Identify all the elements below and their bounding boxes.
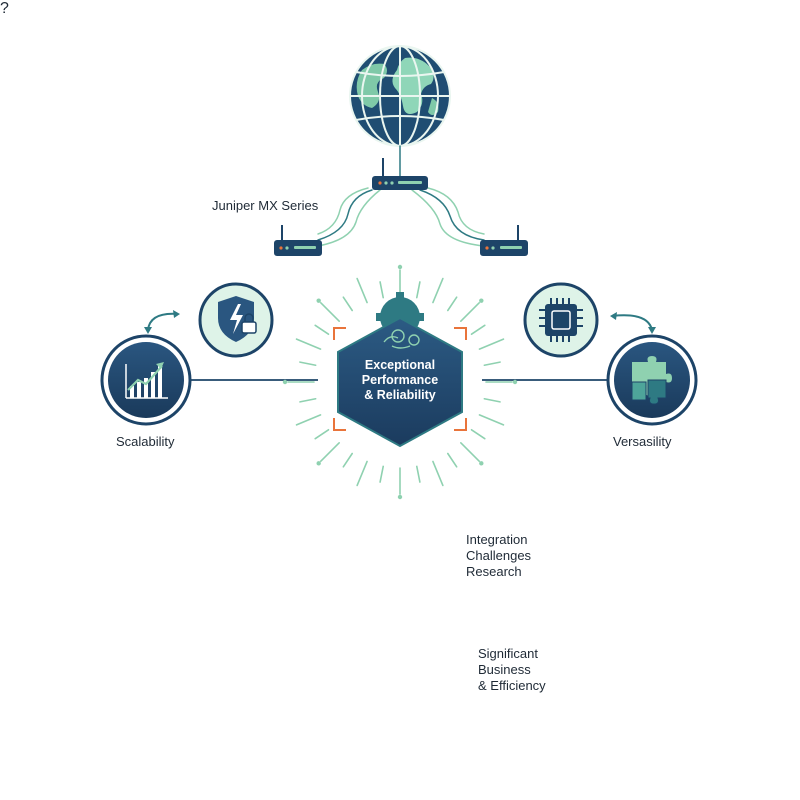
hub-ray [320,442,340,462]
hub-ray [379,281,385,299]
hub-ray [415,465,421,483]
router-icon [274,225,322,256]
research-label: Integration Challenges Research [466,532,532,579]
hub-hexagon [337,316,463,448]
hub-ray [299,397,317,403]
hub-corner-brackets [333,327,467,431]
hub-ray-dot [316,298,321,303]
cycle-arrowhead [173,310,180,318]
hub-ray-dot [479,461,484,466]
hub-ray [432,460,444,487]
hub-ray [295,338,322,350]
hub-ray [470,324,486,336]
versatility-label: Versasility [613,434,672,449]
router-icon [372,158,428,190]
port-left: ? Juniper MX Series Scalabil [0,0,672,693]
globe-icon [349,45,451,147]
cycle-arrow [611,314,653,331]
cycle-arrowhead [610,312,617,320]
hub-ray [460,442,480,462]
hub-ray [470,428,486,440]
hub-motif [383,329,420,349]
hub-ray [314,324,330,336]
hub-ray-dot [512,379,518,385]
magnifier-question-icon: ? [0,0,9,17]
connector-dot: ? Juniper MX Series Scalabil [0,0,672,693]
router-cables [317,145,485,247]
hub-ray [460,302,480,322]
hub-ray [295,414,322,426]
hub-ray [379,465,385,483]
hub-ray-dot [316,461,321,466]
chip-icon [523,282,599,358]
hub-ray [342,296,354,312]
puzzle-icon [606,334,698,426]
hub-ray [342,452,354,468]
hub-ray [314,428,330,440]
hub-ray [478,414,505,426]
hub-ray [483,397,501,403]
hub-ray [478,338,505,350]
hub-ray-dot [397,264,403,270]
shield-lock-icon [198,282,274,358]
chart-growth-icon [100,334,192,426]
hub-ray [356,460,368,487]
hub-ray [299,361,317,367]
hub-title: Exceptional Performance & Reliability [361,358,439,402]
hub-ray-dot [397,494,403,500]
scalability-label: Scalability [116,434,175,449]
port-right: ? Juniper MX Series Scalabil [0,0,672,693]
router-label: Juniper MX Series [212,198,319,213]
hub-ray-dot [282,379,288,385]
hub-ray [483,361,501,367]
business-label: Significant Business & Efficiency [478,646,546,693]
hub-rays [282,264,518,500]
cycle-arrowhead [648,327,656,334]
signal-wave: ? Juniper MX Series Scalabil [0,0,672,693]
connector-down: ? Juniper MX Series Scalabil [0,0,672,693]
hub-ray [356,277,368,304]
hub-ray-dot [479,298,484,303]
cycle-arrow [147,312,179,331]
hub-ray [446,452,458,468]
hub-ray [432,277,444,304]
hub-ray [446,296,458,312]
router-icon [480,225,528,256]
hub-ray [415,281,421,299]
hub-ray [320,302,340,322]
cycle-arrowhead [144,327,152,334]
